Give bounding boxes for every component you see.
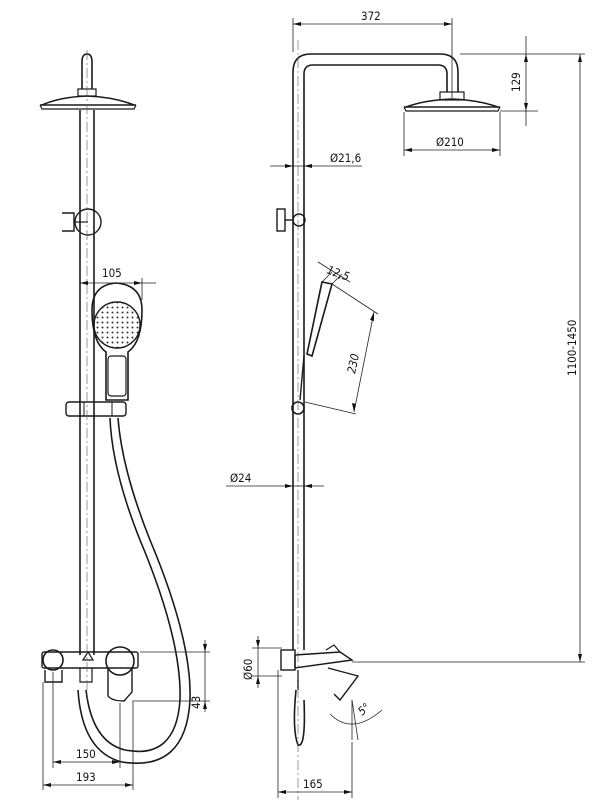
dimension-diameter-210: Ø210 xyxy=(403,112,501,156)
front-view xyxy=(39,50,191,764)
side-diverter xyxy=(276,208,306,232)
dimension-372-label: 372 xyxy=(361,9,381,23)
side-overhead-shower xyxy=(403,98,501,112)
dimension-diameter-60-label: Ø60 xyxy=(241,659,255,680)
dimension-diameter-24: Ø24 xyxy=(226,471,324,488)
dimension-105-label: 105 xyxy=(102,266,122,280)
dimension-193: 193 xyxy=(42,682,134,790)
dimension-129-label: 129 xyxy=(509,72,523,92)
dimension-193-label: 193 xyxy=(76,770,96,784)
dimension-105: 105 xyxy=(80,266,156,300)
side-mixer xyxy=(280,644,360,746)
front-mixer-body xyxy=(41,646,139,702)
side-view xyxy=(276,40,501,800)
front-overhead-shower xyxy=(39,95,137,110)
dimension-150: 150 xyxy=(52,672,121,768)
dimension-165-label: 165 xyxy=(303,777,323,791)
dimension-165: 165 xyxy=(277,670,353,798)
dimension-angle-5-label: 5° xyxy=(355,700,373,718)
dimension-diameter-210-label: Ø210 xyxy=(436,135,464,149)
dimension-372: 372 xyxy=(292,9,453,98)
dimension-129: 129 xyxy=(460,36,585,126)
dimension-1100-1450: 1100-1450 xyxy=(352,54,585,663)
front-hose xyxy=(77,417,191,764)
dimension-230-label: 230 xyxy=(344,352,362,375)
dimension-diameter-21-6: Ø21,6 xyxy=(270,151,362,168)
dimension-230: 230 xyxy=(304,283,379,415)
dimension-diameter-24-label: Ø24 xyxy=(230,471,251,485)
front-hand-shower xyxy=(91,282,143,401)
dimension-diameter-21-6-label: Ø21,6 xyxy=(330,151,361,165)
front-slider-holder xyxy=(65,401,127,417)
dimension-1100-1450-label: 1100-1450 xyxy=(565,320,579,376)
dimension-43-label: 43 xyxy=(189,696,203,709)
dimension-angle-5: 5° xyxy=(329,699,383,741)
front-diverter-knob xyxy=(62,208,102,236)
dimension-43: 43 xyxy=(134,640,210,712)
dimension-12-5: 12,5 xyxy=(317,261,352,285)
front-riser-pipe xyxy=(79,110,95,655)
dimension-150-label: 150 xyxy=(76,747,96,761)
dimension-diameter-60: Ø60 xyxy=(241,636,282,688)
